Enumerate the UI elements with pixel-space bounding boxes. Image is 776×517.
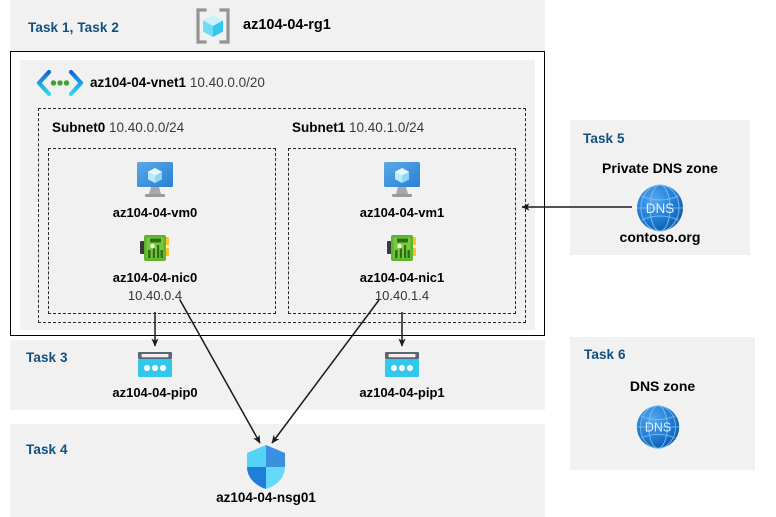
resource-group-icon <box>193 7 233 45</box>
resource-group-name: az104-04-rg1 <box>243 17 331 33</box>
task-label-task5: Task 5 <box>583 131 625 146</box>
nic0-label: az104-04-nic0 <box>112 270 198 285</box>
subnet1-heading: Subnet1 10.40.1.0/24 <box>292 120 424 135</box>
vm1-label: az104-04-vm1 <box>359 205 445 220</box>
svg-text:DNS: DNS <box>645 421 671 435</box>
task-label-task3: Task 3 <box>26 350 68 365</box>
task-label-task4: Task 4 <box>26 442 68 457</box>
private-dns-zone-heading: Private DNS zone <box>602 160 718 176</box>
vnet-name: az104-04-vnet1 <box>90 75 187 90</box>
resource-group-header-panel <box>10 0 545 51</box>
svg-text:DNS: DNS <box>646 201 675 216</box>
network-interface-icon <box>385 232 419 266</box>
virtual-network-panel <box>20 60 535 330</box>
subnet0-name: Subnet0 <box>52 120 106 135</box>
virtual-network-icon <box>36 69 84 97</box>
network-interface-icon <box>138 232 172 266</box>
virtual-machine-icon <box>380 160 424 200</box>
pip0-label: az104-04-pip0 <box>112 385 198 400</box>
pip1-label: az104-04-pip1 <box>359 385 445 400</box>
task-label-task6: Task 6 <box>584 347 626 362</box>
subnet0-heading: Subnet0 10.40.0.0/24 <box>52 120 184 135</box>
private-dns-zone-name: contoso.org <box>619 229 701 245</box>
nic1-ip: 10.40.1.4 <box>374 288 430 303</box>
network-security-group-icon <box>245 444 287 490</box>
subnet0-cidr: 10.40.0.0/24 <box>109 120 185 135</box>
nsg-label: az104-04-nsg01 <box>216 490 316 505</box>
dns-zone-icon: DNS <box>634 403 682 451</box>
dns-zone-heading: DNS zone <box>629 378 696 394</box>
subnet1-cidr: 10.40.1.0/24 <box>349 120 425 135</box>
nic1-label: az104-04-nic1 <box>359 270 445 285</box>
vm0-label: az104-04-vm0 <box>112 205 198 220</box>
public-ip-address-icon <box>383 350 421 380</box>
virtual-machine-icon <box>133 160 177 200</box>
subnet0-box <box>48 148 276 314</box>
dns-zone-icon: DNS <box>634 182 686 234</box>
task-label-task1-task2: Task 1, Task 2 <box>28 20 119 35</box>
vnet-cidr: 10.40.0.0/20 <box>189 75 265 90</box>
nic0-ip: 10.40.0.4 <box>127 288 183 303</box>
subnet1-name: Subnet1 <box>292 120 346 135</box>
public-ip-address-icon <box>136 350 174 380</box>
vnet-heading: az104-04-vnet1 10.40.0.0/20 <box>90 75 265 90</box>
